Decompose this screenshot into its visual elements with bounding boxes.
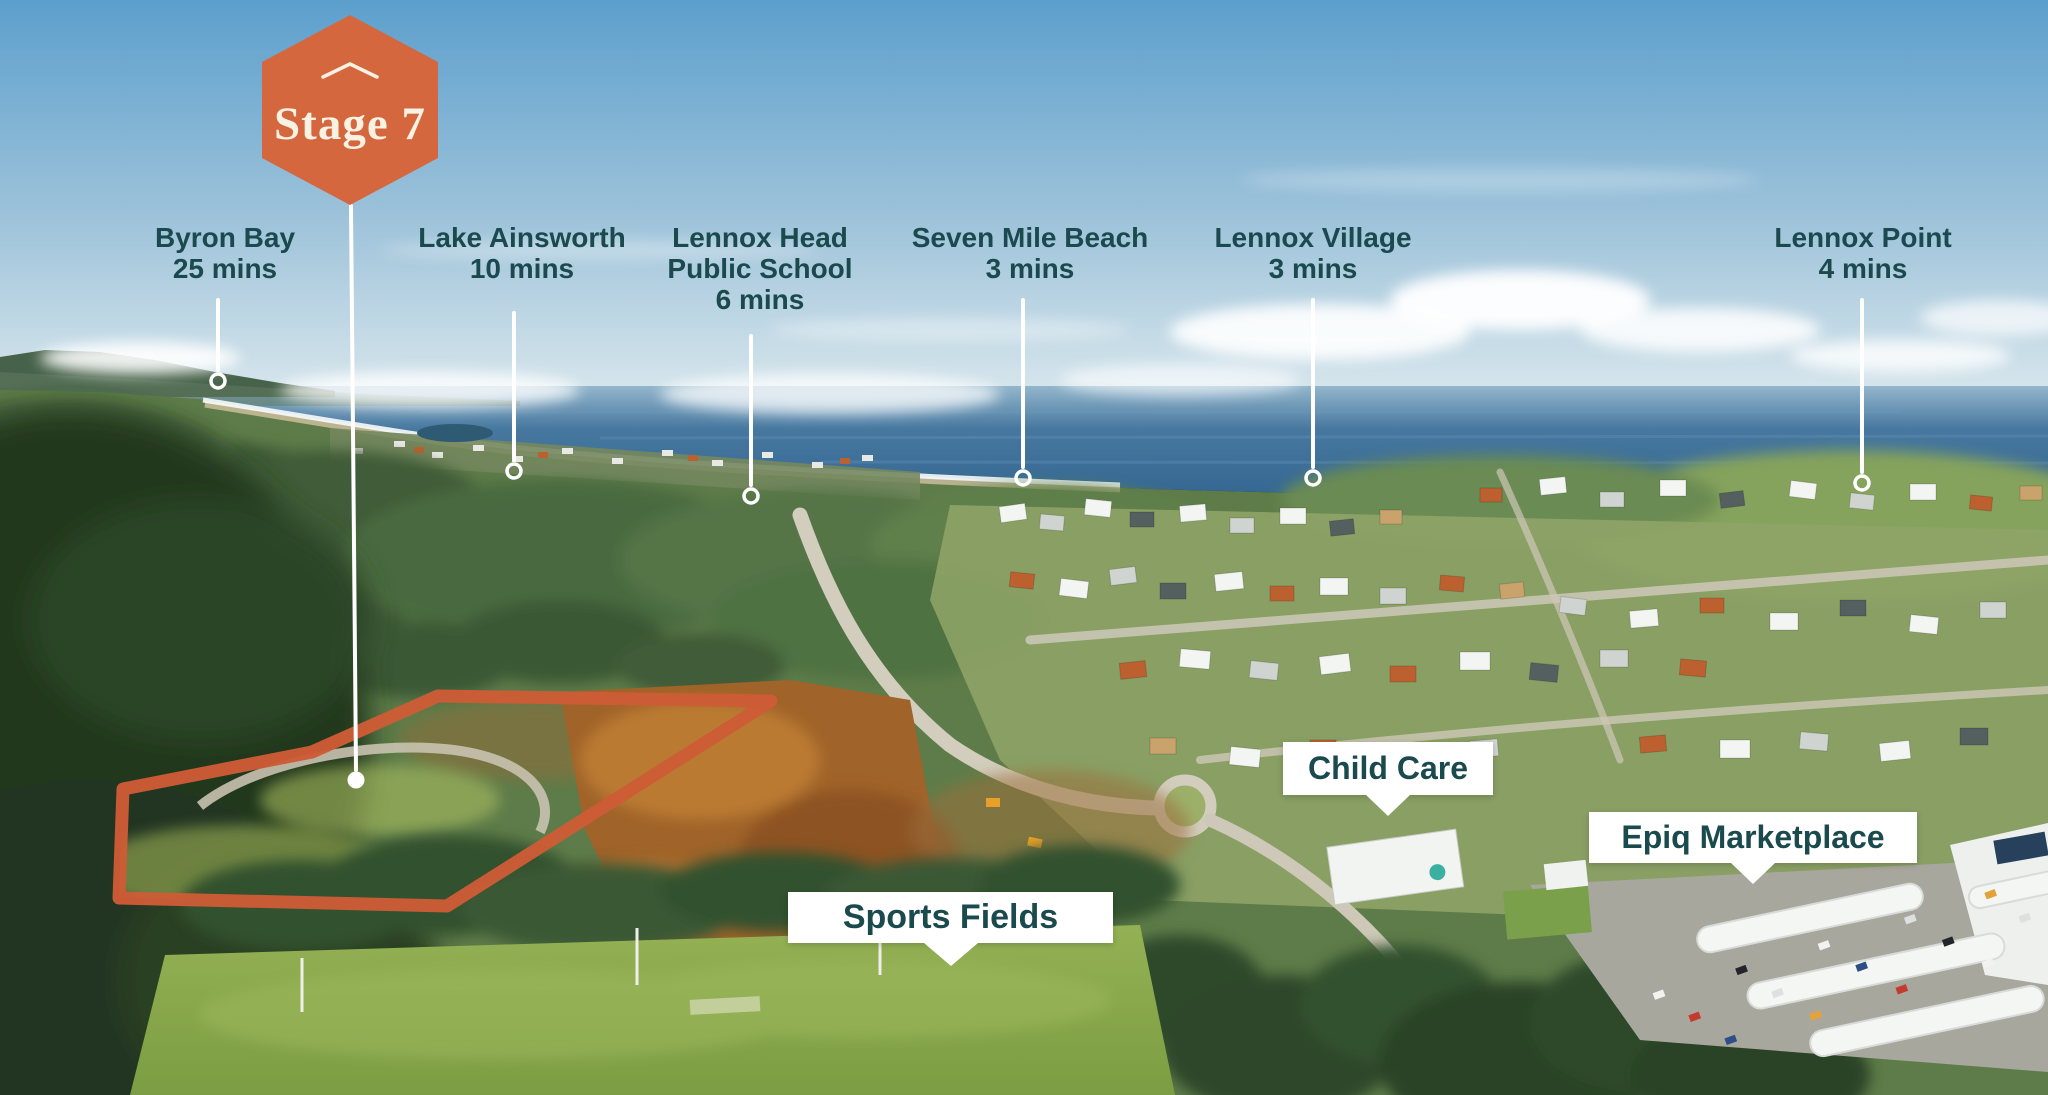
destination-name: Byron Bay [154,222,296,253]
marketplace [1503,823,2048,1072]
callout-epiq-marketplace: Epiq Marketplace [1589,812,1917,884]
callout-sports-fields: Sports Fields [788,892,1113,966]
destination-name: Lennox Head Public School [667,222,853,284]
cars [1652,889,2032,1046]
callout-label: Child Care [1307,750,1469,786]
destination-time: 10 mins [469,253,575,284]
stage7-badge-label: Stage 7 [274,98,426,150]
destination-time: 3 mins [985,253,1075,284]
callout-child-care: Child Care [1283,742,1493,816]
destination-name: Lennox Point [1774,222,1952,253]
callout-tail [923,943,978,966]
callout-label: Sports Fields [842,898,1059,936]
callout-tail [1366,795,1410,816]
destination-name: Lennox Village [1214,222,1412,253]
coastal-town [330,424,920,500]
sports-field [130,925,1175,1095]
destination-label-lennox-village: Lennox Village 3 mins [1214,222,1411,284]
destination-name: Seven Mile Beach [911,222,1149,253]
callout-tail [1731,863,1775,884]
destination-time: 4 mins [1818,253,1908,284]
destination-time: 6 mins [715,284,805,315]
destination-time: 25 mins [172,253,278,284]
destination-label-byron-bay: Byron Bay 25 mins [155,222,295,284]
destination-name: Lake Ainsworth [418,222,626,253]
lake-ainsworth-water [417,424,493,442]
callout-label: Epiq Marketplace [1621,819,1885,855]
destination-label-seven-mile-beach: Seven Mile Beach 3 mins [912,222,1149,284]
child-care-building [1326,828,1465,906]
destination-label-public-school: Lennox Head Public School 6 mins [655,222,865,315]
destination-time: 3 mins [1268,253,1358,284]
destination-label-lennox-point: Lennox Point 4 mins [1774,222,1951,284]
destination-label-lake-ainsworth: Lake Ainsworth 10 mins [418,222,625,284]
